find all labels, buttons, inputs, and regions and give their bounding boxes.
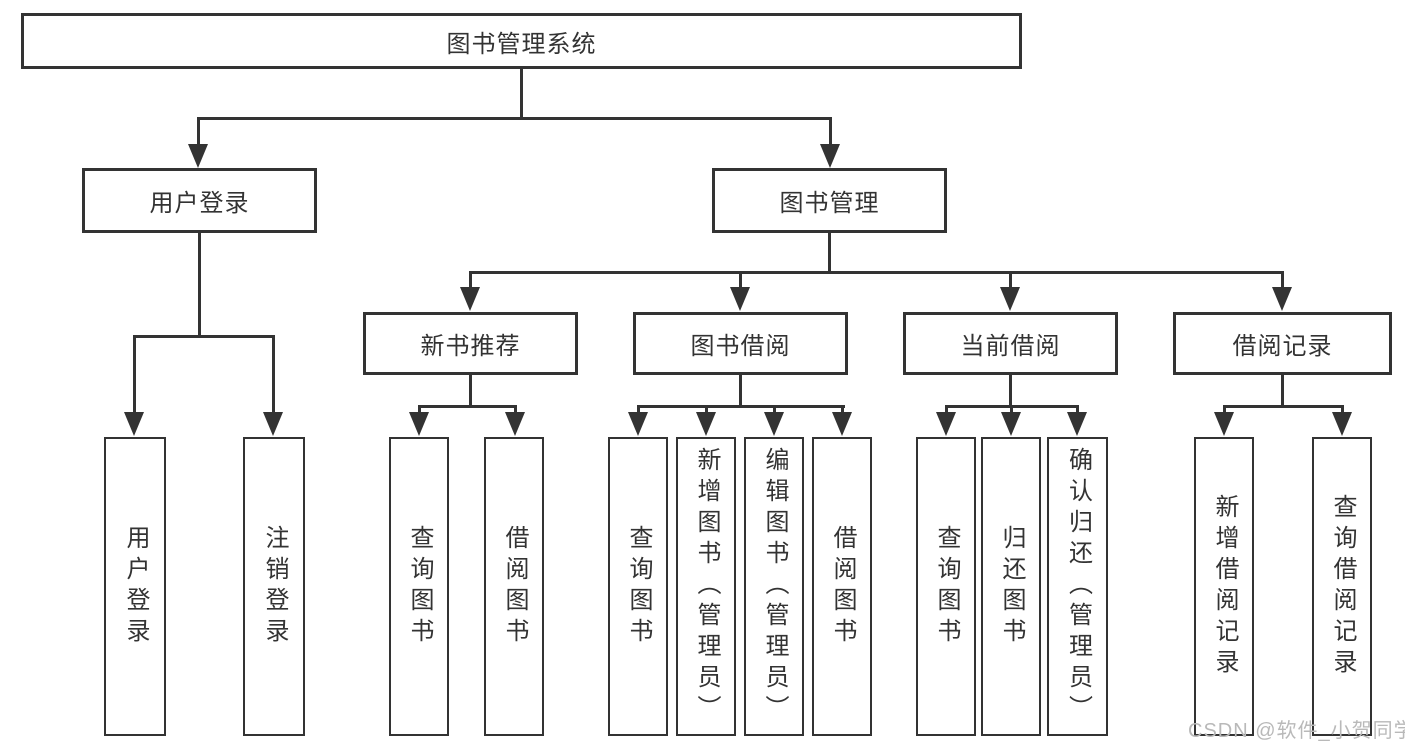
node-book-management-system: 图书管理系统 [21, 13, 1022, 69]
node-new-book-recommend: 新书推荐 [363, 312, 578, 375]
connector-line [133, 335, 136, 414]
connector-line [133, 335, 275, 338]
leaf-confirm-return-admin: 确认归还（管理员） [1047, 437, 1108, 736]
connector-line [1009, 375, 1012, 405]
leaf-edit-book-admin: 编辑图书（管理员） [744, 437, 804, 736]
connector-line [1009, 271, 1012, 289]
node-label: 查询借阅记录 [1329, 493, 1356, 680]
connector-line [945, 405, 948, 415]
node-label: 用户登录 [122, 524, 149, 649]
leaf-add-book-admin: 新增图书（管理员） [676, 437, 736, 736]
leaf-return-book: 归还图书 [981, 437, 1041, 736]
node-label: 注销登录 [261, 524, 288, 649]
node-label: 新书推荐 [420, 333, 521, 360]
leaf-query-books-current: 查询图书 [916, 437, 976, 736]
node-user-login: 用户登录 [82, 168, 317, 233]
connector-line [828, 233, 831, 271]
connector-line [469, 271, 1284, 274]
arrow-down [820, 144, 840, 168]
arrow-down [696, 412, 716, 436]
connector-line [705, 405, 708, 415]
node-label: 查询图书 [625, 524, 652, 649]
connector-line [514, 405, 517, 415]
node-label: 确认归还（管理员） [1064, 447, 1092, 726]
node-label: 借阅记录 [1232, 333, 1333, 360]
connector-line [469, 375, 472, 405]
node-book-management: 图书管理 [712, 168, 947, 233]
connector-line [469, 271, 472, 289]
arrow-down [936, 412, 956, 436]
connector-line [272, 335, 275, 414]
connector-line [841, 405, 844, 415]
arrow-down [730, 287, 750, 311]
leaf-logout: 注销登录 [243, 437, 305, 736]
arrow-down [124, 412, 144, 436]
leaf-borrow-books-recommend: 借阅图书 [484, 437, 544, 736]
leaf-query-borrow-record: 查询借阅记录 [1312, 437, 1372, 736]
node-label: 查询图书 [933, 524, 960, 649]
connector-line [197, 117, 200, 147]
node-label: 编辑图书（管理员） [761, 447, 788, 726]
arrow-down [1332, 412, 1352, 436]
node-borrowing-records: 借阅记录 [1173, 312, 1392, 375]
leaf-query-books-recommend: 查询图书 [389, 437, 449, 736]
arrow-down [409, 412, 429, 436]
node-label: 图书管理系统 [446, 30, 597, 58]
arrow-down [1272, 287, 1292, 311]
node-label: 新增图书（管理员） [693, 447, 720, 726]
arrow-down [1067, 412, 1087, 436]
arrow-down [764, 412, 784, 436]
connector-line [197, 117, 832, 120]
node-book-borrowing: 图书借阅 [633, 312, 848, 375]
arrow-down [1000, 287, 1020, 311]
connector-line [637, 405, 845, 408]
connector-line [198, 233, 201, 335]
connector-line [1010, 405, 1013, 415]
connector-line [418, 405, 517, 408]
node-label: 图书借阅 [690, 333, 791, 360]
node-label: 借阅图书 [829, 524, 856, 649]
connector-line [739, 375, 742, 405]
node-label: 当前借阅 [960, 333, 1061, 360]
node-label: 借阅图书 [501, 524, 528, 649]
node-label: 归还图书 [998, 524, 1025, 649]
connector-line [1223, 405, 1344, 408]
connector-line [520, 69, 523, 117]
node-label: 用户登录 [149, 190, 250, 217]
node-current-borrowing: 当前借阅 [903, 312, 1118, 375]
node-label: 查询图书 [406, 524, 433, 649]
arrow-down [832, 412, 852, 436]
node-label: 新增借阅记录 [1211, 493, 1238, 680]
csdn-watermark: CSDN @软件_小贺同学 [1188, 720, 1405, 742]
arrow-down [1214, 412, 1234, 436]
connector-line [1281, 375, 1284, 405]
arrow-down [460, 287, 480, 311]
connector-line [1223, 405, 1226, 415]
leaf-add-borrow-record: 新增借阅记录 [1194, 437, 1254, 736]
leaf-user-login: 用户登录 [104, 437, 166, 736]
connector-line [1341, 405, 1344, 415]
leaf-borrow-books-borrowing: 借阅图书 [812, 437, 872, 736]
arrow-down [263, 412, 283, 436]
node-label: 图书管理 [779, 190, 880, 217]
arrow-down [1001, 412, 1021, 436]
connector-line [773, 405, 776, 415]
leaf-query-books-borrowing: 查询图书 [608, 437, 668, 736]
connector-line [1076, 405, 1079, 415]
connector-line [1281, 271, 1284, 289]
connector-line [637, 405, 640, 415]
connector-line [829, 117, 832, 147]
arrow-down [628, 412, 648, 436]
arrow-down [505, 412, 525, 436]
arrow-down [188, 144, 208, 168]
connector-line [739, 271, 742, 289]
connector-line [418, 405, 421, 415]
